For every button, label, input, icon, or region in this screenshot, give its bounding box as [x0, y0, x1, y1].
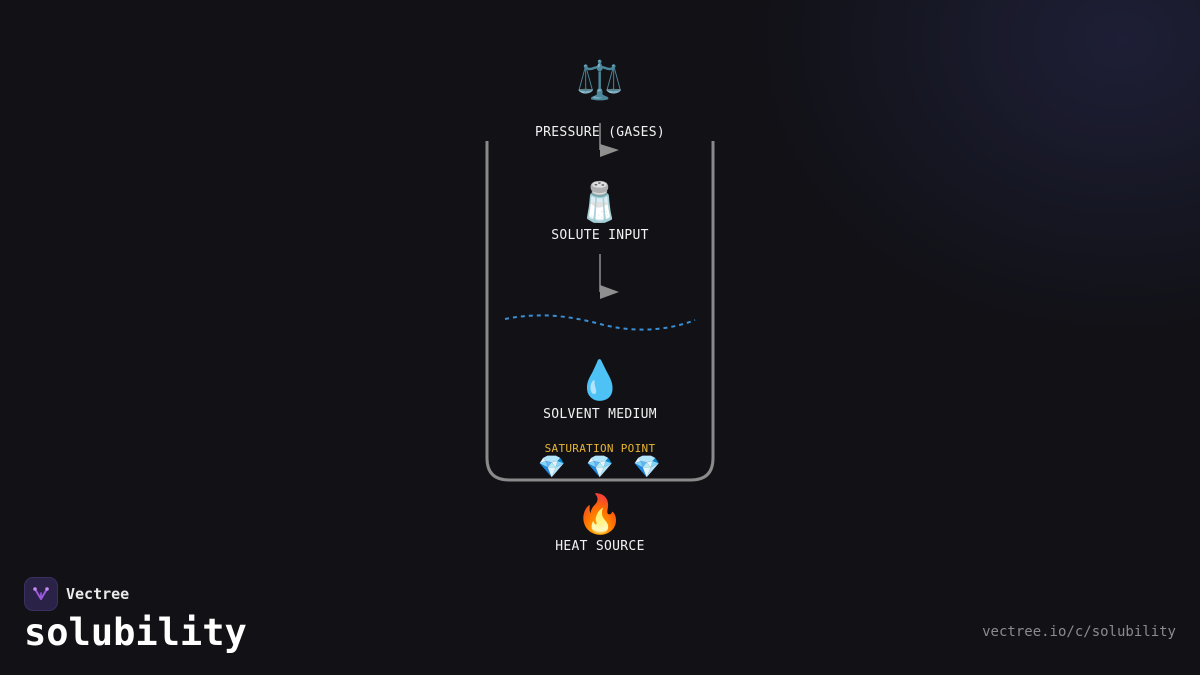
balance-scale-icon: ⚖️ — [576, 58, 624, 102]
droplet-icon: 💧 — [576, 358, 624, 402]
brand[interactable]: Vectree — [24, 577, 129, 611]
solvent-label: SOLVENT MEDIUM — [543, 407, 657, 422]
beaker-outline — [485, 141, 715, 482]
pressure-label: PRESSURE (GASES) — [534, 125, 666, 140]
arrow-pressure-to-solute-head — [600, 144, 619, 157]
gem-icon: 💎 — [586, 455, 614, 480]
page-url-link[interactable]: vectree.io/c/solubility — [982, 624, 1176, 640]
fire-icon: 🔥 — [576, 492, 624, 536]
liquid-surface-wave — [504, 314, 696, 331]
solute-label: SOLUTE INPUT — [551, 228, 649, 243]
vectree-logo-icon — [24, 577, 58, 611]
brand-name: Vectree — [66, 585, 130, 603]
arrow-solute-to-solvent-head — [600, 285, 619, 299]
gem-icon: 💎 — [633, 455, 661, 480]
saturation-point-label: SATURATION POINT — [544, 442, 656, 455]
heat-source-label: HEAT SOURCE — [555, 539, 645, 554]
page-title: solubility — [24, 611, 247, 654]
salt-shaker-icon: 🧂 — [576, 180, 624, 224]
gem-icon: 💎 — [538, 455, 566, 480]
